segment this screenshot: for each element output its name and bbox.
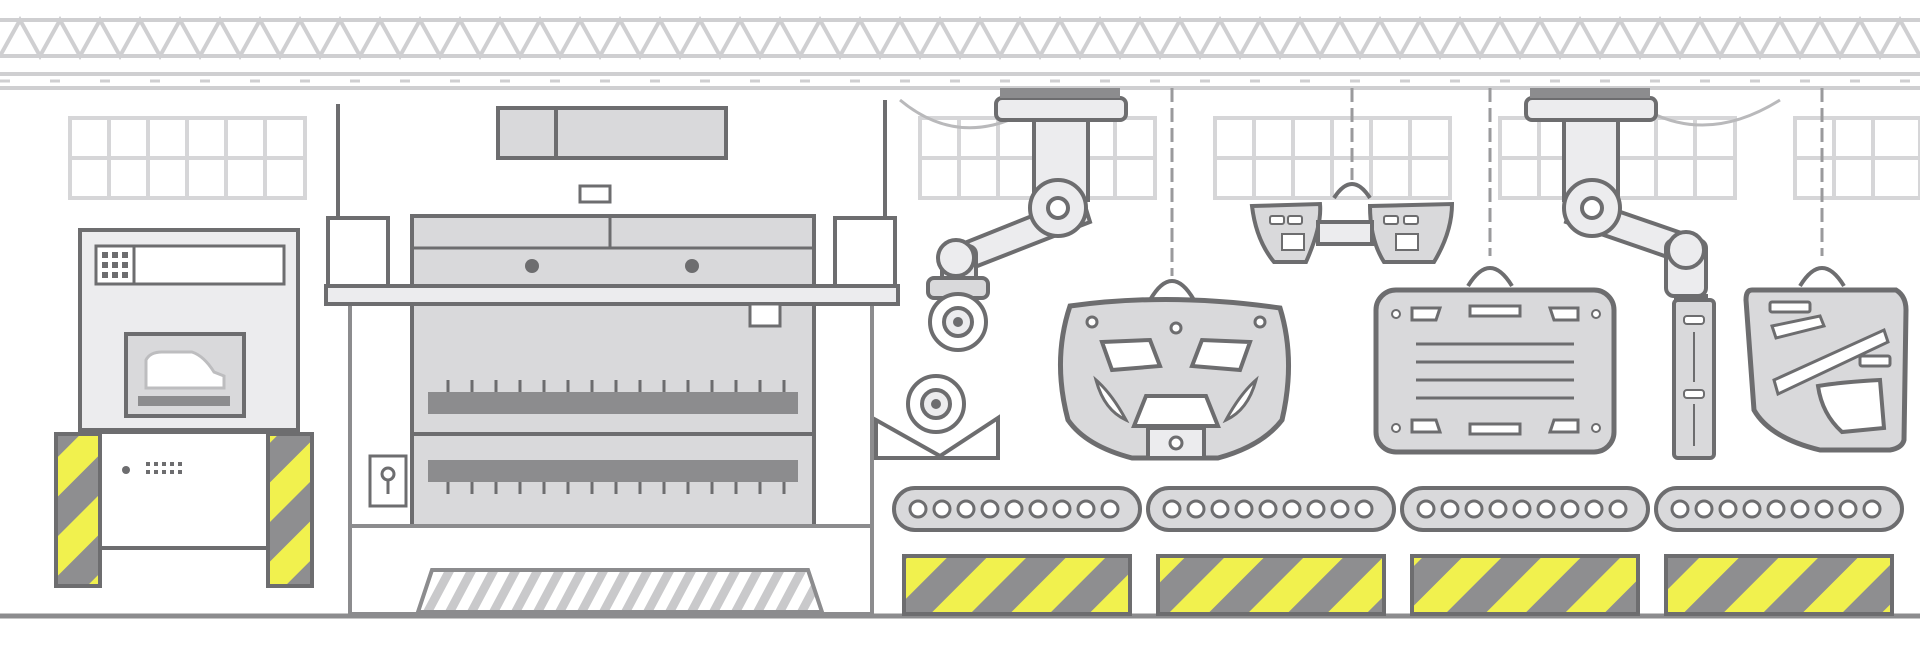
window-icon xyxy=(1793,116,1920,200)
van-display-icon xyxy=(124,332,246,418)
window-icon xyxy=(68,116,307,200)
wheel-icon xyxy=(906,374,966,434)
conveyor-icon xyxy=(892,486,1142,532)
hazard-stripes-icon xyxy=(54,432,314,588)
window-icon xyxy=(1213,116,1452,200)
conveyor-icon xyxy=(1400,486,1650,532)
car-panel-icon xyxy=(1249,201,1455,264)
truss-icon xyxy=(0,15,1920,90)
conveyor-icon xyxy=(1654,486,1904,532)
car-panel-icon xyxy=(1373,287,1617,455)
press-machine-icon xyxy=(324,100,900,616)
chain-hook-icon xyxy=(1148,88,1846,302)
control-cabinet-icon xyxy=(54,228,314,588)
hazard-stripes-icon xyxy=(902,554,1894,616)
car-door-icon xyxy=(1743,287,1909,453)
keypad-icon xyxy=(94,244,136,286)
robot-arm-icon xyxy=(1524,88,1708,320)
car-hood-icon xyxy=(1057,296,1292,461)
conveyor-icon xyxy=(1146,486,1396,532)
car-panel-icon xyxy=(1672,298,1716,460)
wheel-icon xyxy=(928,292,988,352)
